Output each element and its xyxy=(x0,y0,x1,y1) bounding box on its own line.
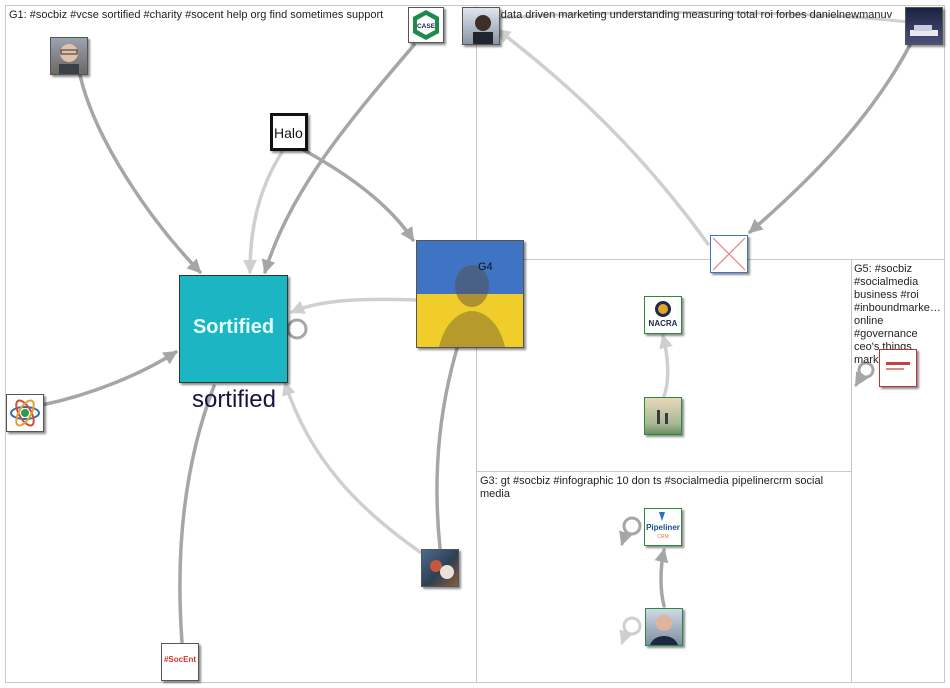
g4-ukraine-node[interactable]: G4 xyxy=(416,240,524,348)
person-photo-icon xyxy=(463,8,499,44)
group-label-g4: G4 xyxy=(478,261,493,273)
edge-avatar-to-sortified xyxy=(80,75,200,272)
edge-halo-to-sortified xyxy=(250,152,282,272)
sortified-node-label: sortified xyxy=(180,386,288,414)
g2-photo-node[interactable] xyxy=(462,7,500,45)
atom-logo-node[interactable] xyxy=(6,394,44,432)
self-loop-g5-arrow xyxy=(856,375,862,385)
edge-socent-to-sortified xyxy=(180,386,214,642)
sortified-logo-text: Sortified xyxy=(180,316,287,339)
case-node[interactable]: CASE xyxy=(408,7,444,43)
edge-g4-to-sortified xyxy=(292,299,416,312)
edge-x-to-g2-photo xyxy=(498,30,708,244)
nacra-node[interactable]: NACRA xyxy=(644,296,682,334)
group-label-g3: G3: gt #socbiz #infographic 10 don ts #s… xyxy=(480,475,830,501)
beach-people-icon xyxy=(645,398,681,434)
group-label-g1: G1: #socbiz #vcse sortified #charity #so… xyxy=(9,9,429,22)
crowd-photo-icon xyxy=(422,550,458,586)
missing-image-node[interactable] xyxy=(710,235,748,273)
group-label-g2: G2: data driven marketing understanding … xyxy=(480,9,920,22)
g5-logo-icon xyxy=(880,350,916,386)
pipeliner-sub-text: CRM xyxy=(645,534,681,540)
socent-logo-text: #SocEnt xyxy=(162,655,198,664)
beach-photo-node[interactable] xyxy=(644,397,682,435)
self-loop-sortified xyxy=(288,320,306,338)
self-loop-pipeliner-arrow xyxy=(622,532,626,544)
atom-logo-icon xyxy=(7,395,43,431)
person-avatar-icon xyxy=(51,38,87,74)
edge-beach-to-nacra xyxy=(663,336,668,396)
edge-fan-to-g4 xyxy=(437,332,462,548)
person-photo-icon xyxy=(646,609,682,645)
self-loop-man-arrow xyxy=(622,632,626,643)
g5-node[interactable] xyxy=(879,349,917,387)
edge-halo-to-g4 xyxy=(300,148,413,240)
broken-image-icon xyxy=(711,236,747,272)
avatar-node-older-man[interactable] xyxy=(50,37,88,75)
edge-car-to-x xyxy=(750,45,910,232)
man-photo-node[interactable] xyxy=(645,608,683,646)
fan-photo-node[interactable] xyxy=(421,549,459,587)
case-logo-text: CASE xyxy=(417,23,436,30)
edge-case-to-sortified xyxy=(265,45,414,272)
halo-node[interactable]: Halo xyxy=(270,113,308,151)
car-photo-node[interactable] xyxy=(905,7,943,45)
edge-man-to-pipeliner xyxy=(661,550,664,606)
car-photo-icon xyxy=(906,8,942,44)
edge-atom-to-sortified xyxy=(42,352,176,405)
halo-logo-text: Halo xyxy=(274,125,303,141)
pipeliner-node[interactable]: Pipeliner CRM xyxy=(644,508,682,546)
edge-fan-to-sortified xyxy=(285,383,420,552)
nacra-logo-text: NACRA xyxy=(645,319,681,328)
pipeliner-logo-text: Pipeliner xyxy=(645,523,681,532)
socent-node[interactable]: #SocEnt xyxy=(161,643,199,681)
sortified-node[interactable]: Sortified xyxy=(179,275,288,383)
case-logo-icon: CASE xyxy=(409,8,443,42)
person-silhouette-icon xyxy=(417,241,523,347)
